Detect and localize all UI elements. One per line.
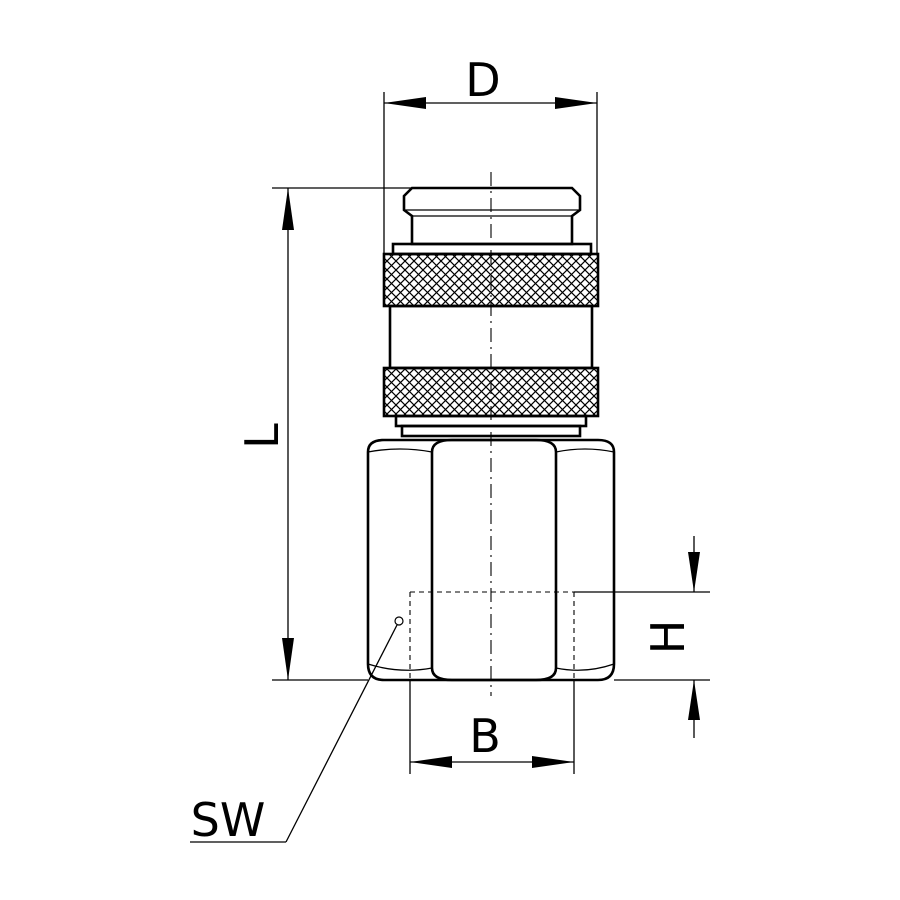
label-l: L — [235, 423, 289, 449]
dimension-b: B — [409, 680, 575, 774]
dimension-l: L — [235, 187, 412, 681]
dimension-h: H — [574, 536, 710, 738]
internal-thread — [409, 591, 575, 680]
arrowhead — [384, 97, 426, 109]
label-h: H — [641, 620, 695, 655]
arrowhead — [282, 188, 294, 230]
arrowhead — [282, 638, 294, 680]
label-d: D — [465, 53, 500, 107]
arrowhead — [532, 756, 574, 768]
label-b: B — [469, 709, 501, 763]
dimension-d: D — [383, 53, 598, 254]
leader-dot — [394, 616, 404, 626]
leader-sw: SW — [190, 616, 404, 847]
hex-body — [366, 438, 616, 682]
plug-collar — [391, 242, 593, 256]
arrowhead — [555, 97, 597, 109]
arrowhead — [410, 756, 452, 768]
arrowhead — [688, 552, 700, 592]
coupling-body — [366, 172, 616, 696]
arrowhead — [688, 680, 700, 720]
label-sw: SW — [191, 793, 266, 847]
